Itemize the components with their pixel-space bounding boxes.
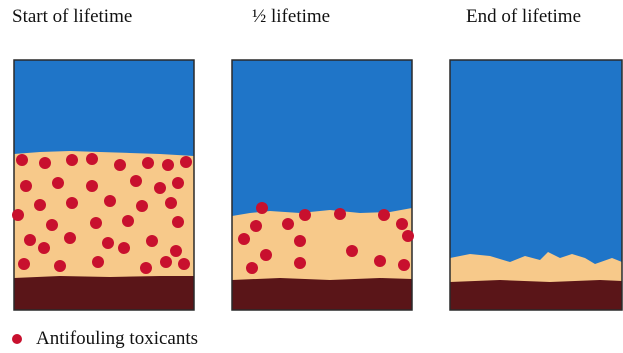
hull: [14, 276, 194, 310]
toxicant-particle: [142, 157, 154, 169]
toxicant-particle: [18, 258, 30, 270]
toxicant-particle: [86, 180, 98, 192]
toxicant-particle: [140, 262, 152, 274]
toxicant-particle: [130, 175, 142, 187]
toxicant-particle: [374, 255, 386, 267]
toxicant-particle: [34, 199, 46, 211]
toxicant-particle: [402, 230, 414, 242]
toxicant-particle: [180, 156, 192, 168]
toxicant-particle: [38, 242, 50, 254]
toxicant-particle: [178, 258, 190, 270]
toxicant-particle: [92, 256, 104, 268]
hull: [232, 278, 412, 310]
toxicant-particle: [16, 154, 28, 166]
toxicant-particle: [90, 217, 102, 229]
hull: [450, 280, 622, 310]
toxicant-particle: [165, 197, 177, 209]
toxicant-particle: [396, 218, 408, 230]
toxicant-particle: [294, 235, 306, 247]
toxicant-particle: [104, 195, 116, 207]
toxicant-particle: [54, 260, 66, 272]
toxicant-particle: [12, 209, 24, 221]
toxicant-particle: [334, 208, 346, 220]
toxicant-particle: [102, 237, 114, 249]
toxicant-particle: [46, 219, 58, 231]
toxicant-particle: [66, 154, 78, 166]
toxicant-particle: [66, 197, 78, 209]
toxicant-particle: [378, 209, 390, 221]
toxicant-particle: [256, 202, 268, 214]
toxicant-particle: [154, 182, 166, 194]
toxicant-particle: [86, 153, 98, 165]
toxicant-particle: [122, 215, 134, 227]
toxicant-particle: [136, 200, 148, 212]
toxicant-particle: [260, 249, 272, 261]
toxicant-particle: [250, 220, 262, 232]
toxicant-particle: [52, 177, 64, 189]
toxicant-particle: [246, 262, 258, 274]
toxicant-particle: [294, 257, 306, 269]
toxicant-particle: [118, 242, 130, 254]
toxicant-particle: [160, 256, 172, 268]
panel-end: [450, 60, 622, 310]
toxicant-particle: [64, 232, 76, 244]
toxicant-particle: [170, 245, 182, 257]
panel-start: [12, 60, 194, 310]
toxicant-particle: [172, 216, 184, 228]
toxicant-particle: [24, 234, 36, 246]
toxicant-particle: [20, 180, 32, 192]
toxicant-particle: [146, 235, 158, 247]
toxicant-particle: [299, 209, 311, 221]
toxicant-particle: [238, 233, 250, 245]
toxicant-dot-icon: [12, 334, 22, 344]
panel-half: [232, 60, 414, 310]
toxicant-particle: [346, 245, 358, 257]
legend: Antifouling toxicants: [12, 328, 198, 350]
toxicant-particle: [172, 177, 184, 189]
toxicant-particle: [162, 159, 174, 171]
toxicant-particle: [114, 159, 126, 171]
toxicant-particle: [39, 157, 51, 169]
toxicant-particle: [282, 218, 294, 230]
legend-label: Antifouling toxicants: [36, 328, 198, 350]
toxicant-particle: [398, 259, 410, 271]
